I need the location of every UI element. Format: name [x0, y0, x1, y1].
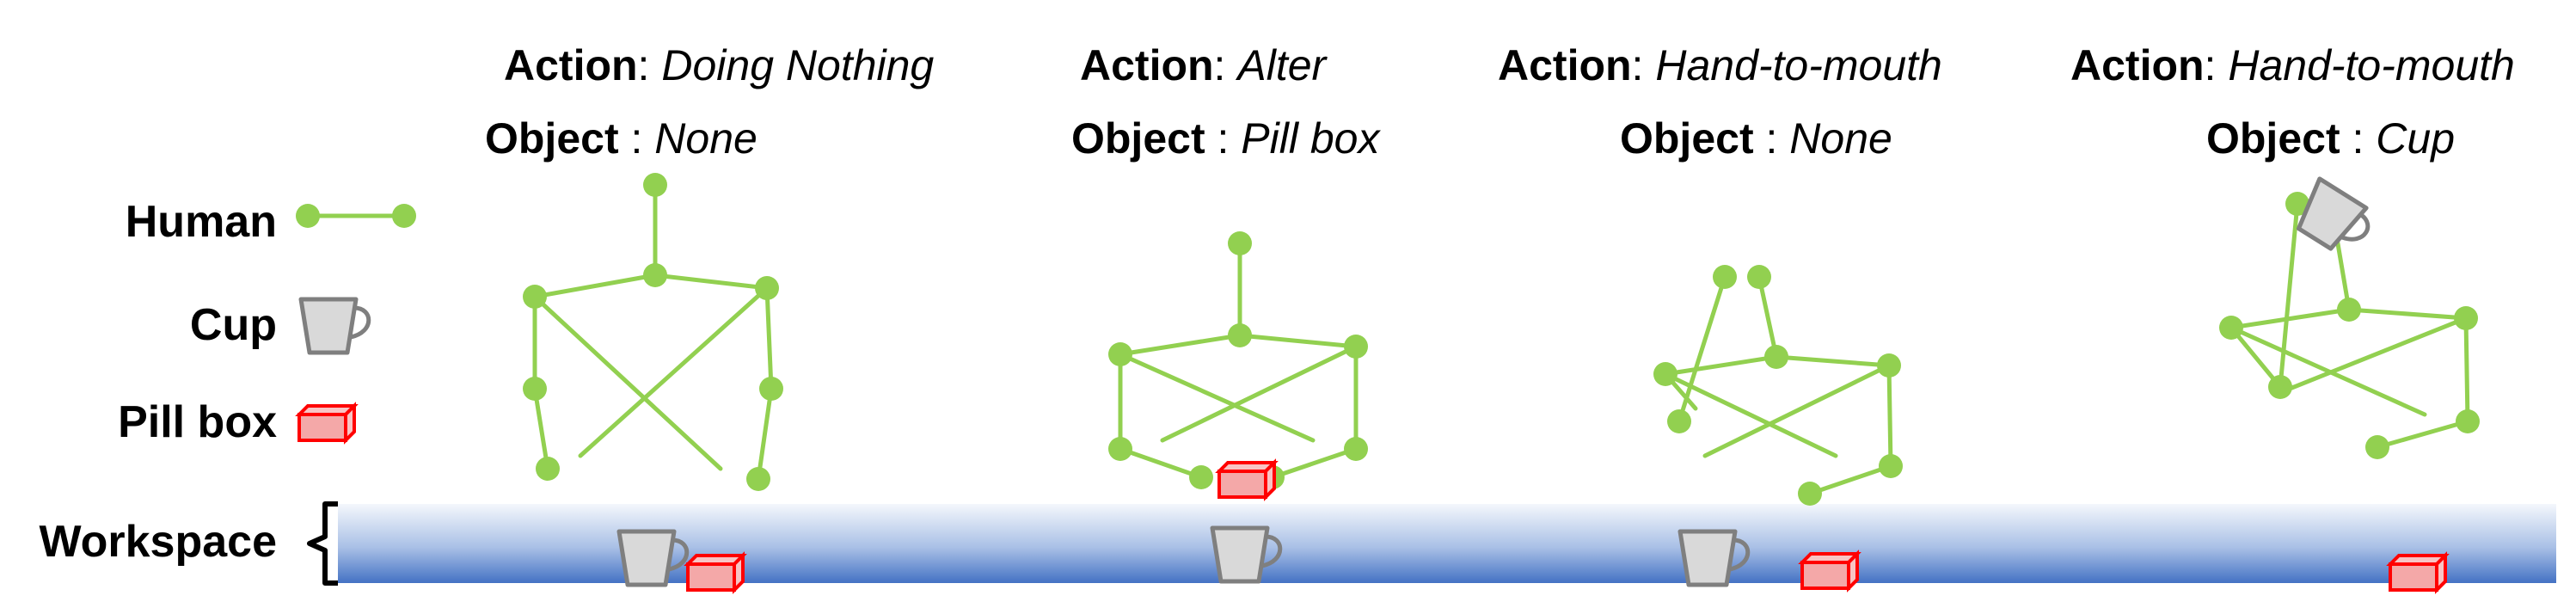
- action-value: Doing Nothing: [661, 41, 934, 89]
- action-value: Hand-to-mouth: [2228, 41, 2515, 89]
- pill-box-icon: [297, 404, 356, 442]
- cup-icon: [301, 299, 369, 353]
- action-value: Alter: [1235, 41, 1328, 89]
- frame-3-object-line: Object : None: [1620, 114, 1892, 163]
- frame-2-pill-box: [1217, 461, 1276, 499]
- frame-1-action-line: Action: Doing Nothing: [504, 41, 934, 89]
- legend-workspace-label: Workspace: [39, 517, 277, 567]
- frame-4-skeleton: [2219, 192, 2480, 459]
- frame-3-skeleton: [1653, 265, 1903, 506]
- action-key: Action: [1080, 41, 1214, 89]
- frame-1-skeleton: [523, 173, 783, 491]
- object-key: Object: [485, 114, 619, 163]
- action-key: Action: [504, 41, 638, 89]
- frame-1-labels: Action: Doing Nothing Object : None: [485, 41, 934, 163]
- frame-3-action-line: Action: Hand-to-mouth: [1498, 41, 1942, 89]
- action-key: Action: [1498, 41, 1632, 89]
- object-key: Object: [1620, 114, 1754, 163]
- frame-1-pill-box: [686, 554, 745, 592]
- frame-2-object-line: Object : Pill box: [1071, 114, 1381, 163]
- frame-4-object-line: Object : Cup: [2206, 114, 2455, 163]
- object-key: Object: [2206, 114, 2340, 163]
- object-value: Pill box: [1241, 114, 1381, 163]
- legend-cup-label: Cup: [190, 300, 277, 350]
- legend: Human Cup Pill box Workspace: [39, 197, 416, 586]
- object-key: Object: [1071, 114, 1205, 163]
- frame-1-object-line: Object : None: [485, 114, 757, 163]
- legend-pillbox-label: Pill box: [118, 397, 277, 447]
- frame-2-labels: Action: Alter Object : Pill box: [1071, 41, 1381, 163]
- object-value: None: [1789, 114, 1892, 163]
- frame-3-labels: Action: Hand-to-mouth Object : None: [1498, 41, 1942, 163]
- object-value: None: [654, 114, 757, 163]
- frame-4-pill-box: [2389, 554, 2447, 592]
- action-key: Action: [2070, 41, 2205, 89]
- brace-icon: [307, 501, 338, 586]
- legend-human-label: Human: [126, 197, 277, 247]
- frame-4-cup-held: [2291, 179, 2377, 260]
- frame-2-action-line: Action: Alter: [1080, 41, 1328, 89]
- frame-3-pill-box: [1800, 552, 1859, 590]
- frame-2-skeleton: [1108, 231, 1368, 489]
- frame-4-action-line: Action: Hand-to-mouth: [2070, 41, 2515, 89]
- frame-4-labels: Action: Hand-to-mouth Object : Cup: [2070, 41, 2515, 163]
- object-value: Cup: [2376, 114, 2455, 163]
- action-value: Hand-to-mouth: [1655, 41, 1942, 89]
- skeleton-segment-icon: [296, 204, 416, 228]
